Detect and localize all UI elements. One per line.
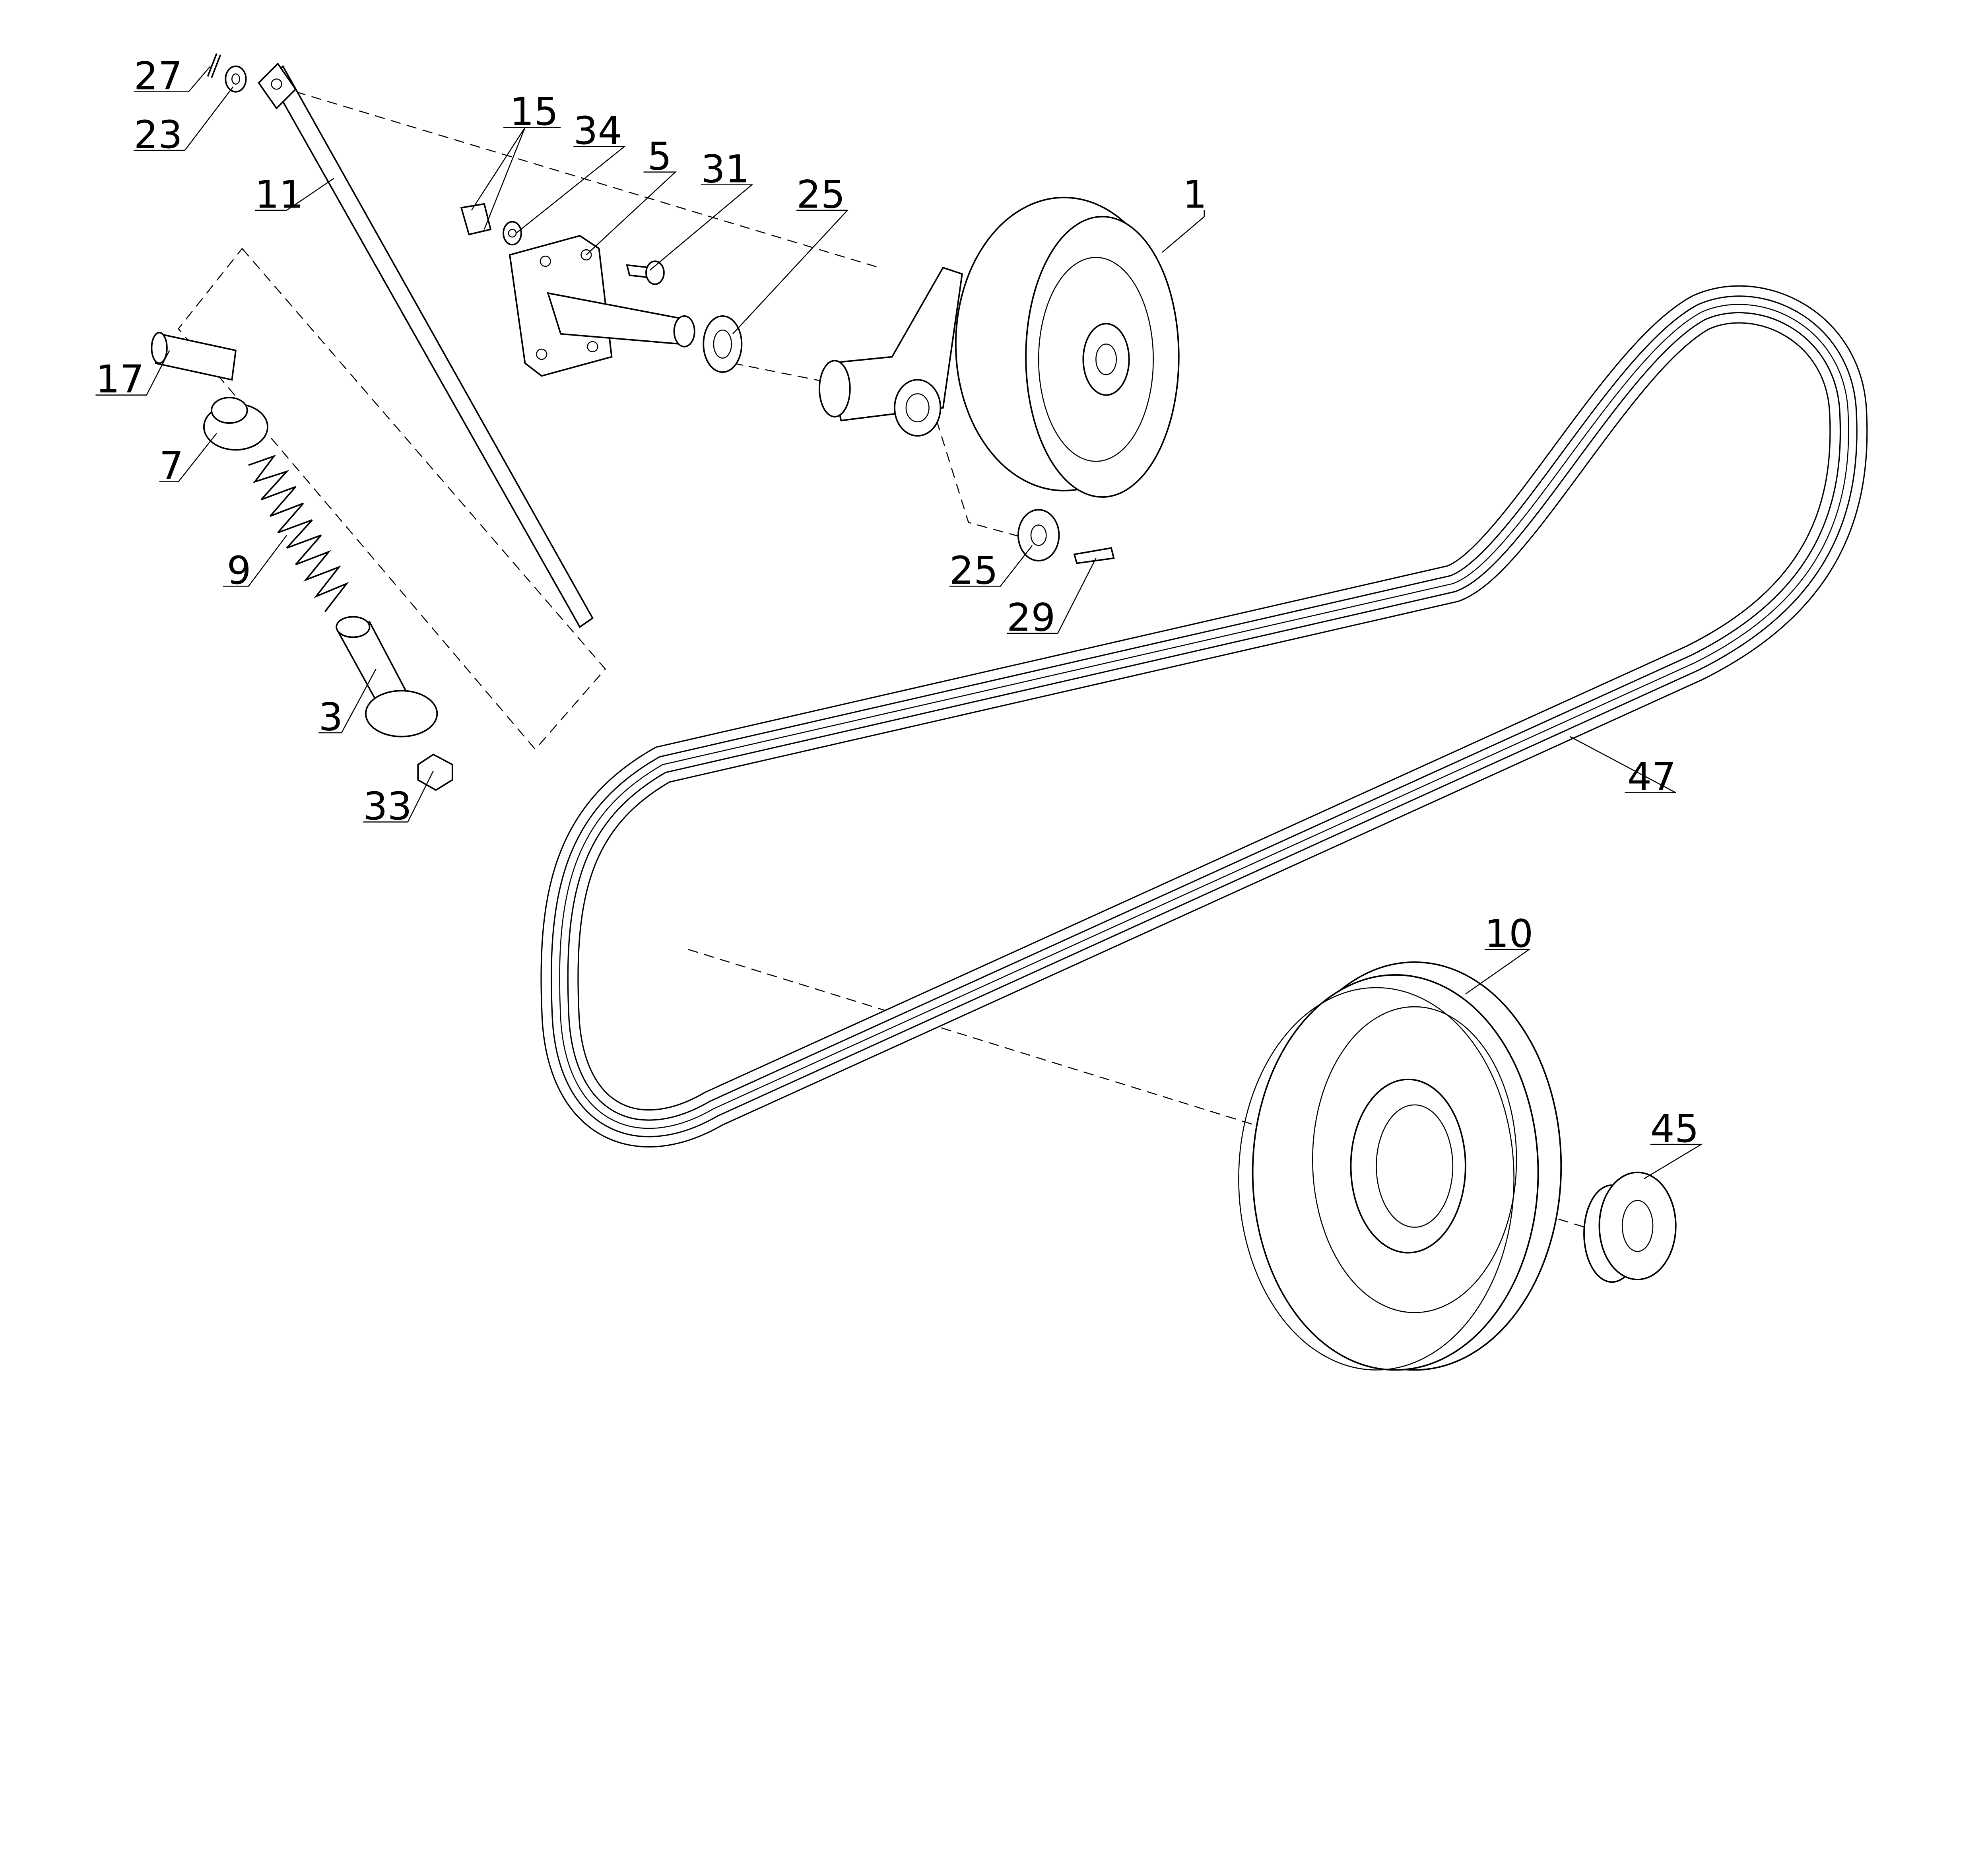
callout-29: 29: [1007, 596, 1055, 640]
part-25-washer-lower: [1017, 509, 1060, 562]
part-27-pin: [207, 53, 221, 78]
callout-25-upper: 25: [796, 172, 845, 217]
callout-33: 33: [363, 784, 412, 829]
assembly-axes: [178, 91, 1593, 1231]
part-17-sleeve: [151, 332, 237, 381]
part-33-nut: [417, 753, 453, 791]
callout-5: 5: [647, 134, 672, 179]
callout-34: 34: [573, 109, 622, 153]
callout-23: 23: [134, 113, 182, 157]
part-15-clip: [460, 203, 492, 236]
part-45-locking-hub: [1583, 1171, 1677, 1283]
part-5-bracket: [509, 235, 695, 377]
part-11-rod: [258, 62, 594, 628]
callout-17: 17: [95, 357, 144, 402]
callout-10: 10: [1485, 911, 1533, 956]
part-23-washer: [225, 65, 247, 93]
part-3-bushing: [336, 616, 438, 738]
callout-47: 47: [1627, 755, 1676, 799]
callout-1: 1: [1182, 172, 1207, 217]
callout-15: 15: [510, 89, 558, 134]
callout-27: 27: [134, 54, 182, 98]
callout-11: 11: [255, 172, 303, 217]
callout-9: 9: [227, 548, 251, 593]
part-10-drive-pulley: [1238, 961, 1562, 1371]
part-7-cap: [203, 397, 269, 451]
callout-labels: 27 23 11 15 34 5 31 25 1 17 7 9 3 33 25 …: [95, 54, 1699, 1151]
part-47-belt: [540, 285, 1868, 1147]
callout-45: 45: [1650, 1107, 1699, 1151]
part-25-washer-upper: [703, 315, 743, 373]
part-1-idler-pulley: [818, 196, 1180, 498]
part-31-bolt: [626, 260, 665, 285]
callout-25-lower: 25: [949, 548, 998, 593]
part-34-washer: [503, 221, 522, 246]
leader-lines: [95, 66, 1703, 1179]
part-9-spring: [248, 454, 349, 612]
callout-3: 3: [318, 695, 343, 740]
callout-31: 31: [701, 147, 749, 191]
callout-7: 7: [159, 444, 184, 488]
part-29-pin: [1073, 547, 1115, 564]
exploded-parts-diagram: 27 23 11 15 34 5 31 25 1 17 7 9 3 33 25 …: [95, 53, 1868, 1371]
